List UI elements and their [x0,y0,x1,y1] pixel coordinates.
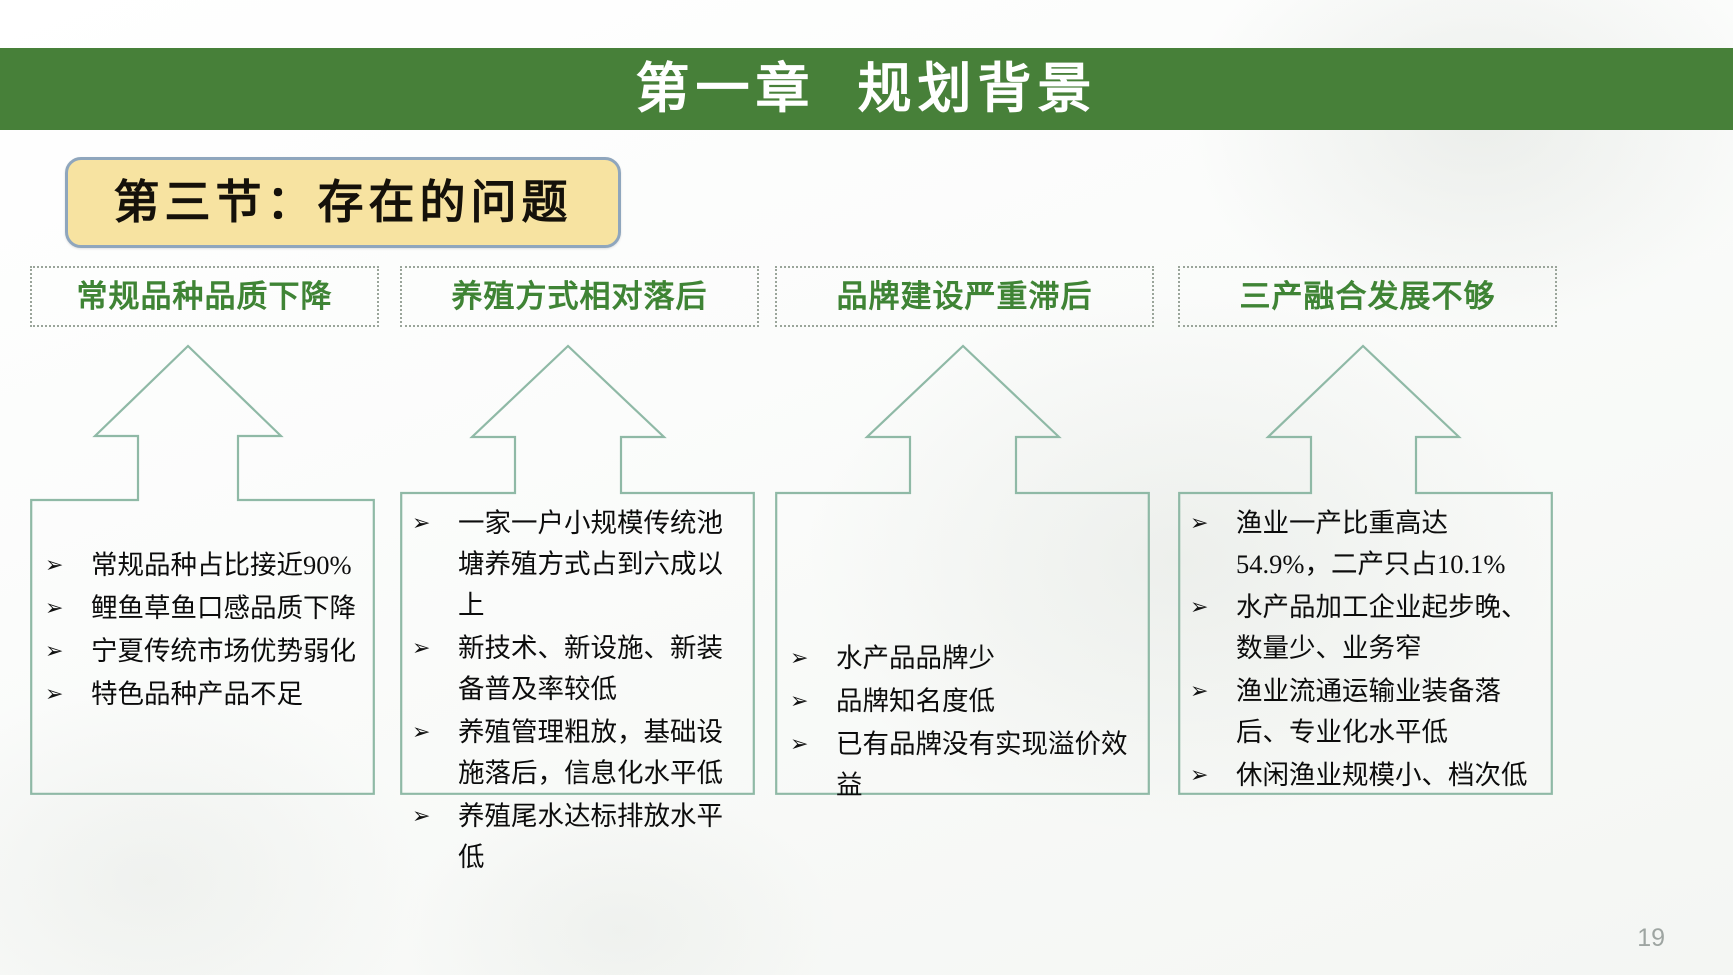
bullet-list-2: ➢ 一家一户小规模传统池塘养殖方式占到六成以上 ➢ 新技术、新设施、新装备普及率… [412,503,748,878]
list-item: ➢ 渔业一产比重高达54.9%，二产只占10.1% [1190,503,1542,585]
arrow-up-icon-2 [400,344,755,795]
list-item-text: 常规品种占比接近90% [91,550,352,580]
section-chip: 第三节：存在的问题 [65,157,621,248]
list-item-text: 已有品牌没有实现溢价效益 [836,729,1128,800]
bullet-arrow-icon: ➢ [1190,679,1209,704]
bullet-arrow-icon: ➢ [1190,763,1209,788]
arrow-box-group-2 [400,344,755,795]
bullet-arrow-icon: ➢ [45,596,64,621]
list-item: ➢ 水产品加工企业起步晚、数量少、业务窄 [1190,587,1542,669]
arrow-up-icon-3 [775,344,1150,795]
list-item-text: 一家一户小规模传统池塘养殖方式占到六成以上 [458,508,723,620]
list-item: ➢ 养殖尾水达标排放水平低 [412,796,748,878]
list-item: ➢ 新技术、新设施、新装备普及率较低 [412,628,748,710]
list-item: ➢ 宁夏传统市场优势弱化 [45,631,365,672]
column-header-1: 常规品种品质下降 [30,266,379,327]
list-item: ➢ 养殖管理粗放，基础设施落后，信息化水平低 [412,712,748,794]
bullet-arrow-icon: ➢ [412,720,431,745]
list-item-text: 品牌知名度低 [836,686,995,716]
list-item: ➢ 水产品品牌少 [790,638,1140,679]
list-item-text: 宁夏传统市场优势弱化 [91,636,356,666]
bullet-arrow-icon: ➢ [1190,595,1209,620]
bullet-list-1: ➢ 常规品种占比接近90% ➢ 鲤鱼草鱼口感品质下降 ➢ 宁夏传统市场优势弱化 … [45,545,365,715]
bullet-arrow-icon: ➢ [45,639,64,664]
column-header-label-1: 常规品种品质下降 [76,279,333,314]
column-header-label-4: 三产融合发展不够 [1239,279,1496,314]
arrow-box-group-1 [30,344,375,795]
bullet-arrow-icon: ➢ [412,804,431,829]
arrow-up-icon-1 [30,344,375,795]
list-item-text: 渔业一产比重高达54.9%，二产只占10.1% [1236,508,1506,579]
bullet-arrow-icon: ➢ [790,646,809,671]
column-content-2: ➢ 一家一户小规模传统池塘养殖方式占到六成以上 ➢ 新技术、新设施、新装备普及率… [412,503,748,880]
title-banner: 第一章 规划背景 [0,48,1733,130]
column-content-1: ➢ 常规品种占比接近90% ➢ 鲤鱼草鱼口感品质下降 ➢ 宁夏传统市场优势弱化 … [45,545,365,717]
list-item: ➢ 常规品种占比接近90% [45,545,365,586]
list-item: ➢ 特色品种产品不足 [45,674,365,715]
column-content-3: ➢ 水产品品牌少 ➢ 品牌知名度低 ➢ 已有品牌没有实现溢价效益 [790,638,1140,808]
list-item-text: 鲤鱼草鱼口感品质下降 [91,593,356,623]
bullet-arrow-icon: ➢ [1190,511,1209,536]
page-number: 19 [1637,924,1665,952]
column-header-4: 三产融合发展不够 [1178,266,1557,327]
list-item-text: 养殖尾水达标排放水平低 [458,801,723,872]
list-item: ➢ 休闲渔业规模小、档次低 [1190,755,1542,796]
list-item-text: 渔业流通运输业装备落后、专业化水平低 [1236,676,1501,747]
bullet-arrow-icon: ➢ [45,682,64,707]
bullet-arrow-icon: ➢ [790,689,809,714]
arrow-box-group-4 [1178,344,1553,795]
bullet-list-3: ➢ 水产品品牌少 ➢ 品牌知名度低 ➢ 已有品牌没有实现溢价效益 [790,638,1140,806]
list-item-text: 水产品品牌少 [836,643,995,673]
list-item-text: 特色品种产品不足 [91,679,303,709]
list-item: ➢ 鲤鱼草鱼口感品质下降 [45,588,365,629]
arrow-box-group-3 [775,344,1150,795]
column-header-label-2: 养殖方式相对落后 [451,279,708,314]
list-item: ➢ 渔业流通运输业装备落后、专业化水平低 [1190,671,1542,753]
column-header-label-3: 品牌建设严重滞后 [836,279,1093,314]
section-chip-label: 第三节：存在的问题 [113,176,573,228]
list-item: ➢ 品牌知名度低 [790,681,1140,722]
column-header-3: 品牌建设严重滞后 [775,266,1154,327]
list-item-text: 新技术、新设施、新装备普及率较低 [458,633,723,704]
bullet-arrow-icon: ➢ [790,732,809,757]
column-content-4: ➢ 渔业一产比重高达54.9%，二产只占10.1% ➢ 水产品加工企业起步晚、数… [1190,503,1542,798]
list-item-text: 养殖管理粗放，基础设施落后，信息化水平低 [458,717,723,788]
list-item-text: 休闲渔业规模小、档次低 [1236,760,1528,790]
column-header-2: 养殖方式相对落后 [400,266,759,327]
bullet-list-4: ➢ 渔业一产比重高达54.9%，二产只占10.1% ➢ 水产品加工企业起步晚、数… [1190,503,1542,796]
bullet-arrow-icon: ➢ [45,553,64,578]
page-title: 第一章 规划背景 [635,59,1098,119]
arrow-up-icon-4 [1178,344,1553,795]
list-item: ➢ 一家一户小规模传统池塘养殖方式占到六成以上 [412,503,748,626]
bullet-arrow-icon: ➢ [412,636,431,661]
list-item-text: 水产品加工企业起步晚、数量少、业务窄 [1236,592,1528,663]
list-item: ➢ 已有品牌没有实现溢价效益 [790,724,1140,806]
bullet-arrow-icon: ➢ [412,511,431,536]
